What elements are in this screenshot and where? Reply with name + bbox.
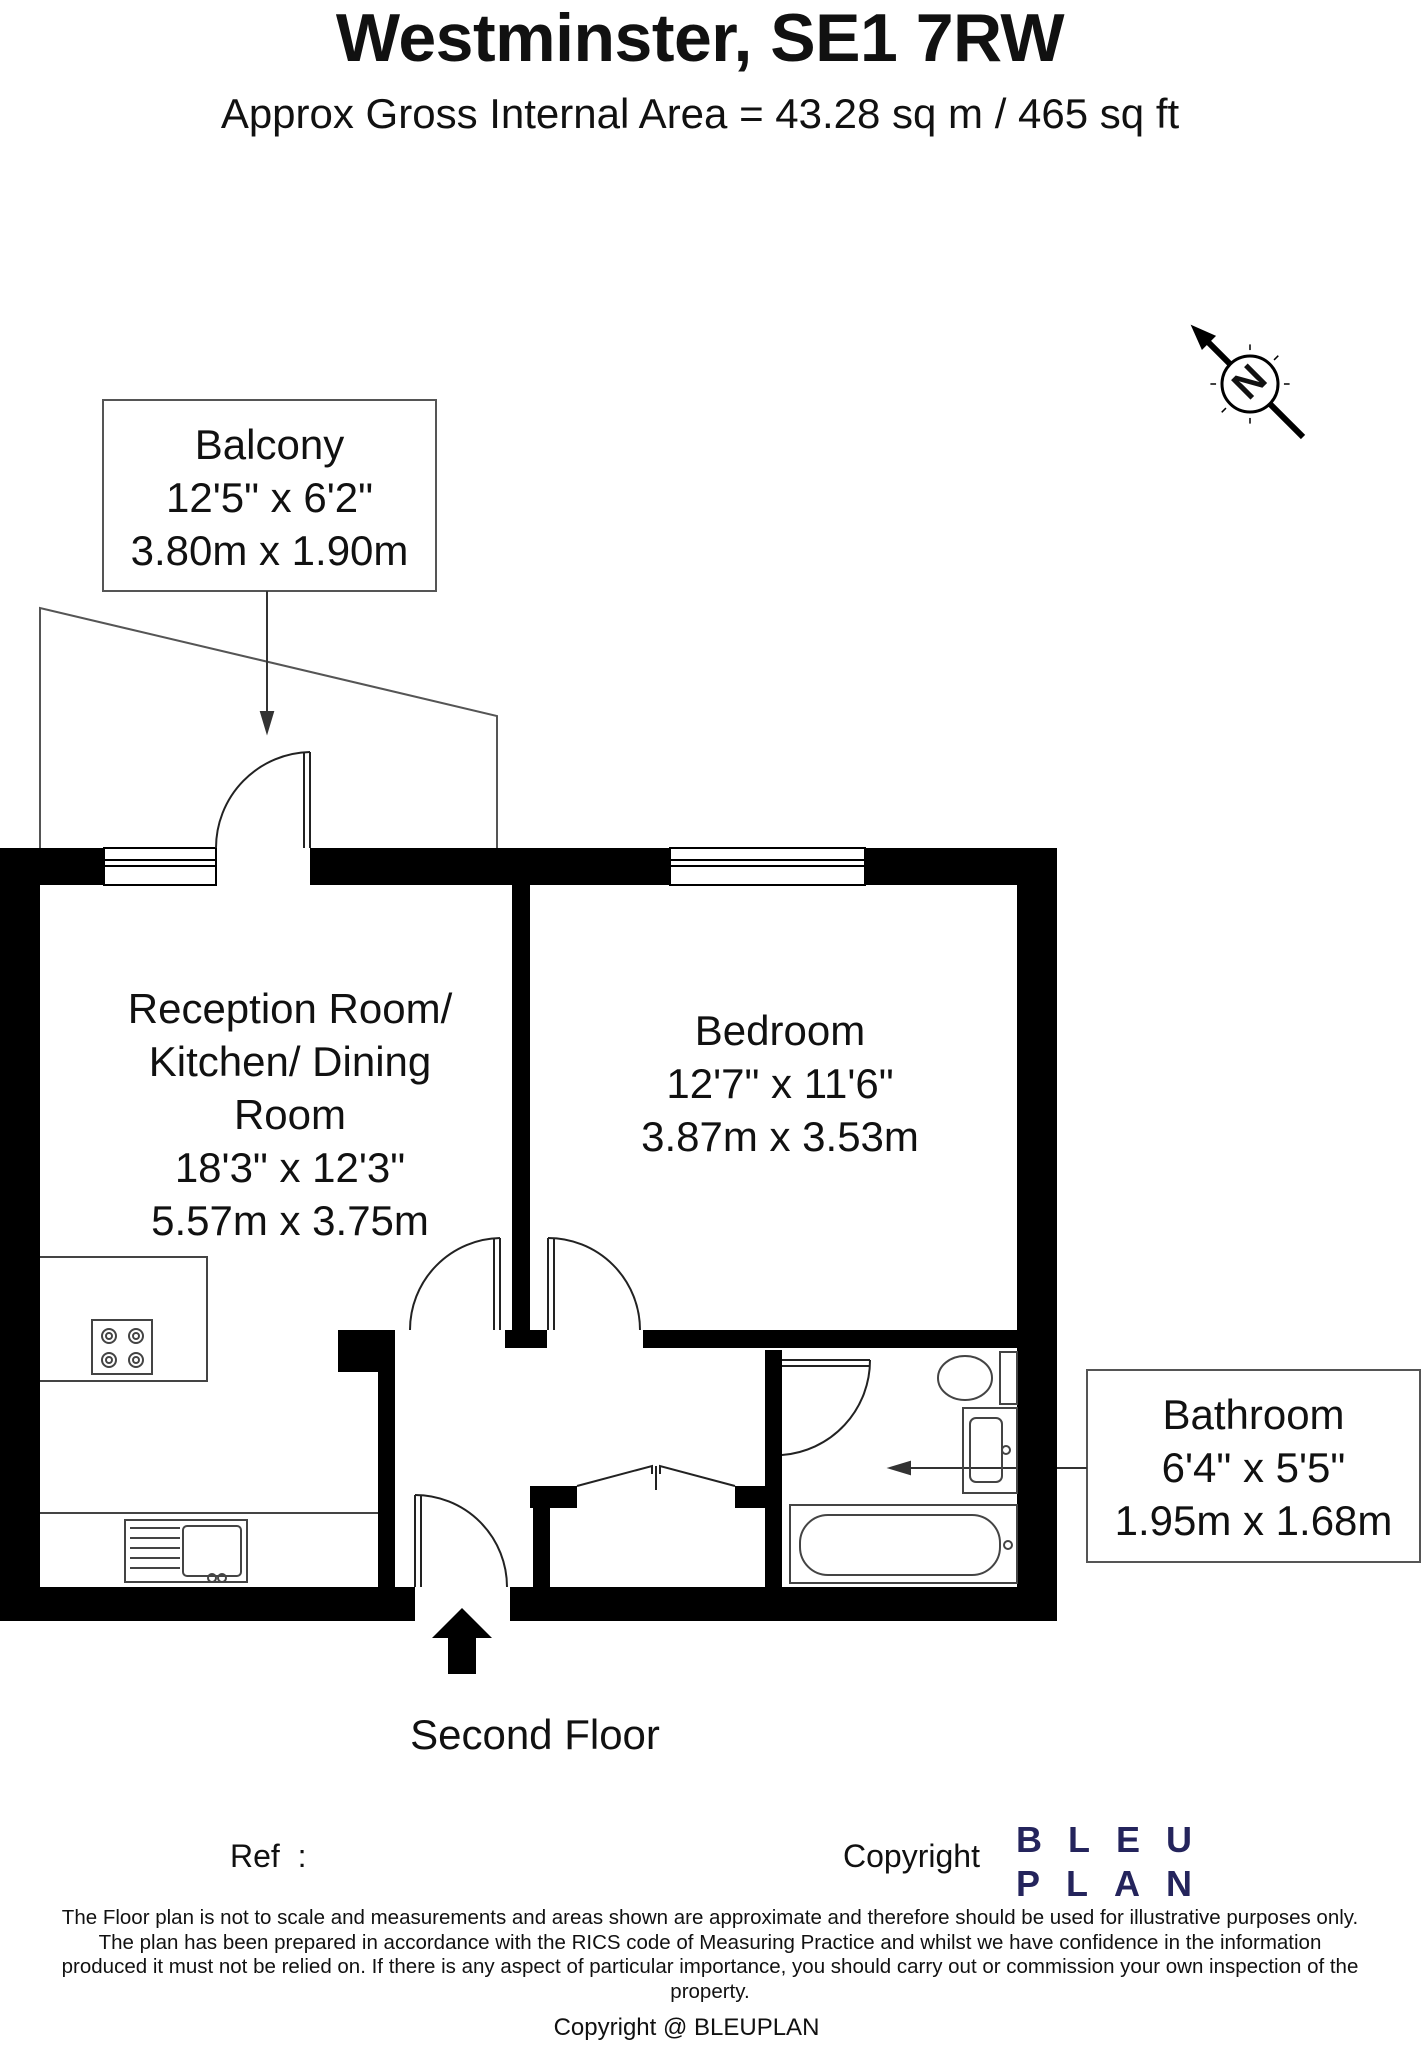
balcony-label-box bbox=[102, 399, 437, 592]
bedroom-label: Bedroom 12'7" x 11'6" 3.87m x 3.53m bbox=[580, 1004, 980, 1163]
reception-metric: 5.57m x 3.75m bbox=[151, 1197, 429, 1244]
floor-label: Second Floor bbox=[410, 1711, 660, 1758]
wall-right bbox=[1017, 848, 1057, 1591]
bathroom-name: Bathroom bbox=[1162, 1391, 1345, 1438]
disclaimer-text: The Floor plan is not to scale and measu… bbox=[61, 1906, 1359, 2003]
balcony-outline bbox=[39, 606, 498, 848]
wall-bedroom-bottom-left bbox=[505, 1330, 547, 1348]
page-title: Westminster, SE1 7RW bbox=[335, 0, 1065, 76]
door-entrance-arc bbox=[414, 1494, 508, 1588]
bathroom-label: Bathroom 6'4" x 5'5" 1.95m x 1.68m bbox=[1087, 1388, 1420, 1547]
balcony-imperial: 12'5" x 6'2" bbox=[166, 474, 373, 521]
bleuplan-logo: BLEU PLAN bbox=[1016, 1818, 1218, 1906]
bedroom-name: Bedroom bbox=[694, 1007, 866, 1054]
cupboard-door-right bbox=[659, 1464, 736, 1487]
kitchen-island bbox=[40, 1256, 208, 1382]
reception-line3: Room bbox=[233, 1091, 347, 1138]
wall-bath-left bbox=[765, 1350, 782, 1590]
reception-imperial: 18'3" x 12'3" bbox=[174, 1144, 406, 1191]
bathtub bbox=[789, 1504, 1018, 1584]
balcony-label: Balcony 12'5" x 6'2" 3.80m x 1.90m bbox=[103, 418, 436, 577]
toilet-bowl bbox=[937, 1355, 993, 1401]
wall-bath-stub bbox=[735, 1486, 782, 1508]
door-bedroom-arc bbox=[547, 1237, 641, 1331]
bedroom-imperial: 12'7" x 11'6" bbox=[666, 1060, 894, 1107]
copyright-label: Copyright bbox=[843, 1838, 980, 1874]
entrance-arrow-icon bbox=[432, 1608, 492, 1674]
wall-hall-left bbox=[378, 1330, 395, 1590]
reception-line2: Kitchen/ Dining bbox=[148, 1038, 432, 1085]
wall-left bbox=[0, 848, 40, 1591]
wall-cupboard-left-vertical bbox=[533, 1486, 550, 1590]
reception-label: Reception Room/ Kitchen/ Dining Room 18'… bbox=[60, 982, 520, 1247]
hob bbox=[91, 1319, 153, 1375]
balcony-name: Balcony bbox=[194, 421, 345, 468]
balcony-metric: 3.80m x 1.90m bbox=[130, 527, 409, 574]
bedroom-metric: 3.87m x 3.53m bbox=[641, 1113, 919, 1160]
north-compass-icon bbox=[1190, 324, 1306, 440]
reception-line1: Reception Room/ bbox=[127, 985, 453, 1032]
door-bathroom-arc bbox=[781, 1359, 872, 1456]
footer-copyright: Copyright @ BLEUPLAN bbox=[553, 2014, 820, 2041]
bathroom-label-box bbox=[1086, 1369, 1421, 1563]
wall-bottom-right bbox=[510, 1587, 1057, 1621]
wall-top-middle bbox=[310, 848, 670, 885]
brand-line1: BLEU bbox=[1016, 1819, 1218, 1860]
bathroom-basin bbox=[962, 1407, 1018, 1494]
kitchen-sink bbox=[124, 1519, 248, 1583]
bathroom-leader-arrow bbox=[886, 1460, 911, 1476]
brand-line2: PLAN bbox=[1016, 1863, 1218, 1904]
bathroom-imperial: 6'4" x 5'5" bbox=[1161, 1444, 1346, 1491]
door-balcony-arc bbox=[215, 751, 311, 849]
bathroom-metric: 1.95m x 1.68m bbox=[1114, 1497, 1393, 1544]
wall-bottom-left bbox=[0, 1587, 415, 1621]
door-reception-arc bbox=[409, 1237, 501, 1331]
gross-area-subtitle: Approx Gross Internal Area = 43.28 sq m … bbox=[220, 90, 1180, 137]
wall-partition-vertical bbox=[512, 885, 530, 1335]
cupboard-door-left bbox=[576, 1464, 653, 1487]
ref-label: Ref : bbox=[230, 1838, 307, 1874]
toilet-cistern bbox=[999, 1351, 1018, 1405]
balcony-leader-arrow bbox=[259, 711, 275, 736]
wall-bedroom-bottom bbox=[643, 1330, 1017, 1348]
